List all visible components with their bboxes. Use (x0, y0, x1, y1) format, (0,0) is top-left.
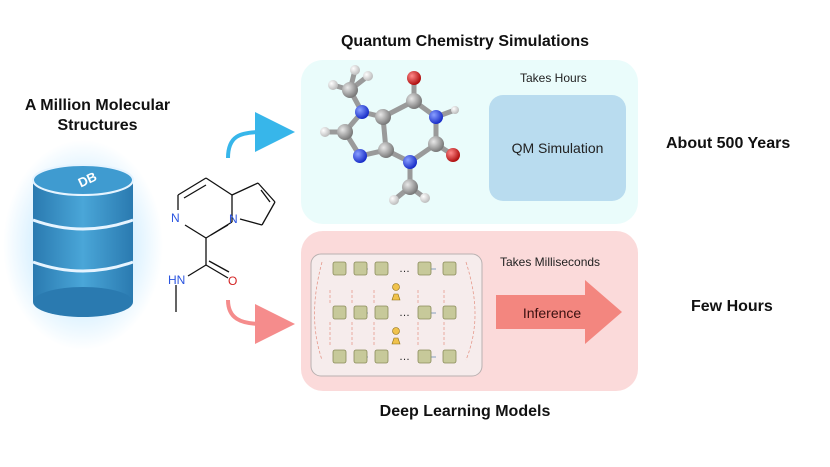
qm-simulation-box: QM Simulation (489, 95, 626, 201)
dataset-title: A Million Molecular Structures (24, 97, 171, 134)
dl-title: Deep Learning Models (379, 403, 551, 420)
qm-result: About 500 Years (666, 135, 791, 152)
database-icon: DB (3, 140, 163, 350)
inference-label: Inference (523, 305, 582, 321)
database-label: DB (76, 169, 99, 191)
skeletal-molecule (175, 177, 276, 312)
arrow-to-dl (226, 299, 295, 344)
nn-ellipsis-3: … (399, 351, 410, 363)
atom-n-2: N (229, 212, 238, 226)
dl-time-label: Takes Milliseconds (500, 255, 601, 269)
nn-ellipsis-1: … (399, 263, 410, 275)
ball-and-stick-molecule (320, 65, 460, 205)
qm-time-label: Takes Hours (520, 71, 587, 85)
atom-hn: HN (168, 273, 185, 287)
atom-o: O (228, 274, 237, 288)
qm-title: Quantum Chemistry Simulations (340, 33, 590, 50)
qm-simulation-label: QM Simulation (511, 140, 604, 156)
neural-network-diagram: … … … (310, 253, 483, 377)
dl-result: Few Hours (691, 298, 773, 315)
inference-arrow: Inference (496, 280, 622, 344)
nn-ellipsis-2: … (399, 307, 410, 319)
atom-n-1: N (171, 211, 180, 225)
arrow-to-qm (226, 112, 295, 159)
